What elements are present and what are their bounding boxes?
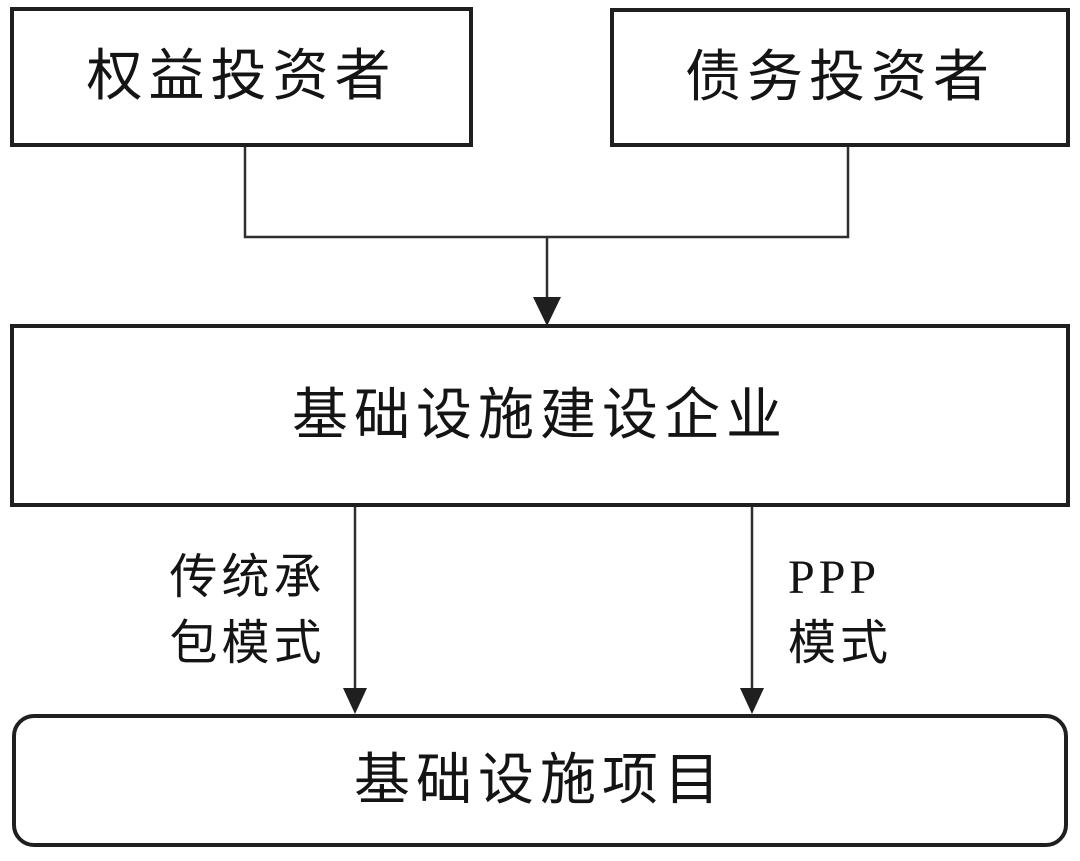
node-infrastructure-enterprise: 基础设施建设企业: [10, 324, 1070, 507]
edge-label-traditional-line2: 包模式: [169, 617, 326, 670]
arrow-to-enterprise-head: [533, 297, 561, 326]
node-infrastructure-project: 基础设施项目: [12, 714, 1068, 847]
node-debt-investors-label: 债务投资者: [685, 46, 995, 109]
edge-label-ppp-line1: PPP: [788, 551, 881, 604]
edge-label-ppp-line2: 模式: [788, 617, 893, 670]
node-debt-investors: 债务投资者: [610, 8, 1070, 147]
edge-label-traditional-line1: 传统承: [169, 551, 326, 604]
node-infrastructure-project-label: 基础设施项目: [354, 749, 726, 812]
arrow-ppp-head: [740, 688, 764, 714]
edge-label-ppp-mode: PPP 模式: [788, 545, 928, 677]
node-equity-investors: 权益投资者: [10, 7, 473, 147]
node-infrastructure-enterprise-label: 基础设施建设企业: [292, 384, 788, 447]
connector-investors-merge: [243, 147, 850, 239]
arrow-traditional-head: [343, 688, 367, 714]
node-equity-investors-label: 权益投资者: [86, 46, 397, 108]
edge-label-traditional-contracting: 传统承 包模式: [160, 545, 335, 677]
